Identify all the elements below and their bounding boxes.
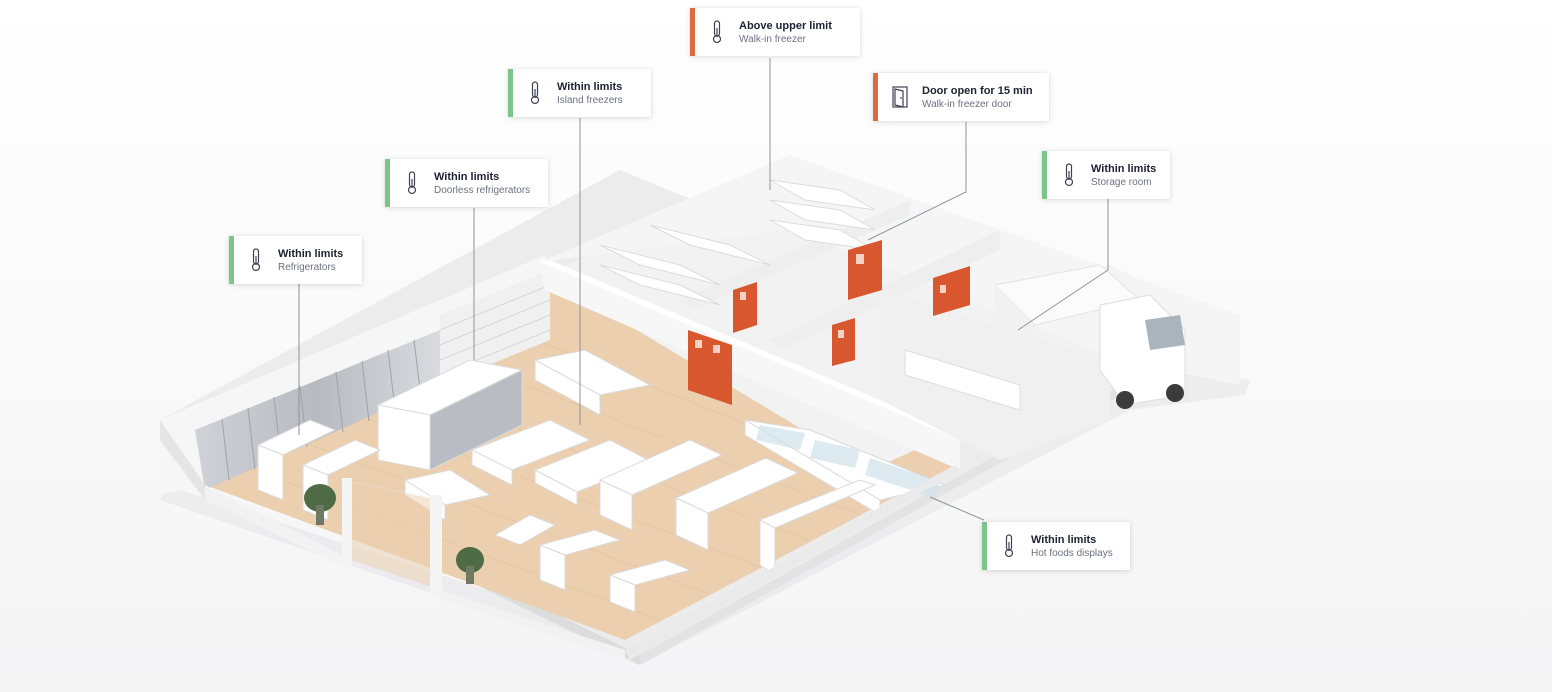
sensor-status: Within limits [278,247,344,260]
sensor-card-walk-in-freezer[interactable]: Above upper limit Walk-in freezer [690,8,860,56]
sensor-card-doorless-refrigerators[interactable]: Within limits Doorless refrigerators [385,159,548,207]
plants [304,484,484,584]
orange-doors [688,240,970,405]
thermometer-icon [987,522,1031,570]
door-icon [878,73,922,121]
sensor-card-storage-room[interactable]: Within limits Storage room [1042,151,1170,199]
interior-wall [540,262,960,470]
sensor-status: Above upper limit [739,19,832,32]
sensor-status: Door open for 15 min [922,84,1033,97]
sensor-status: Within limits [1031,533,1097,546]
thermometer-icon [1047,151,1091,199]
sensor-status: Within limits [557,80,623,93]
sensor-location: Refrigerators [278,261,336,273]
sensor-location: Walk-in freezer [739,33,806,45]
sensor-location: Island freezers [557,94,623,106]
sensor-location: Walk-in freezer door [922,98,1012,110]
sensor-status: Within limits [434,170,500,183]
thermometer-icon [513,69,557,117]
thermometer-icon [390,159,434,207]
sensor-status: Within limits [1091,162,1157,175]
sensor-location: Doorless refrigerators [434,184,531,196]
sensor-card-refrigerators[interactable]: Within limits Refrigerators [229,236,362,284]
sensor-card-hot-foods-displays[interactable]: Within limits Hot foods displays [982,522,1130,570]
truck [993,264,1186,409]
thermometer-icon [695,8,739,56]
sensor-card-island-freezers[interactable]: Within limits Island freezers [508,69,651,117]
thermometer-icon [234,236,278,284]
sensor-location: Hot foods displays [1031,547,1113,559]
sensor-location: Storage room [1091,176,1152,188]
sensor-card-walk-in-freezer-door[interactable]: Door open for 15 min Walk-in freezer doo… [873,73,1049,121]
